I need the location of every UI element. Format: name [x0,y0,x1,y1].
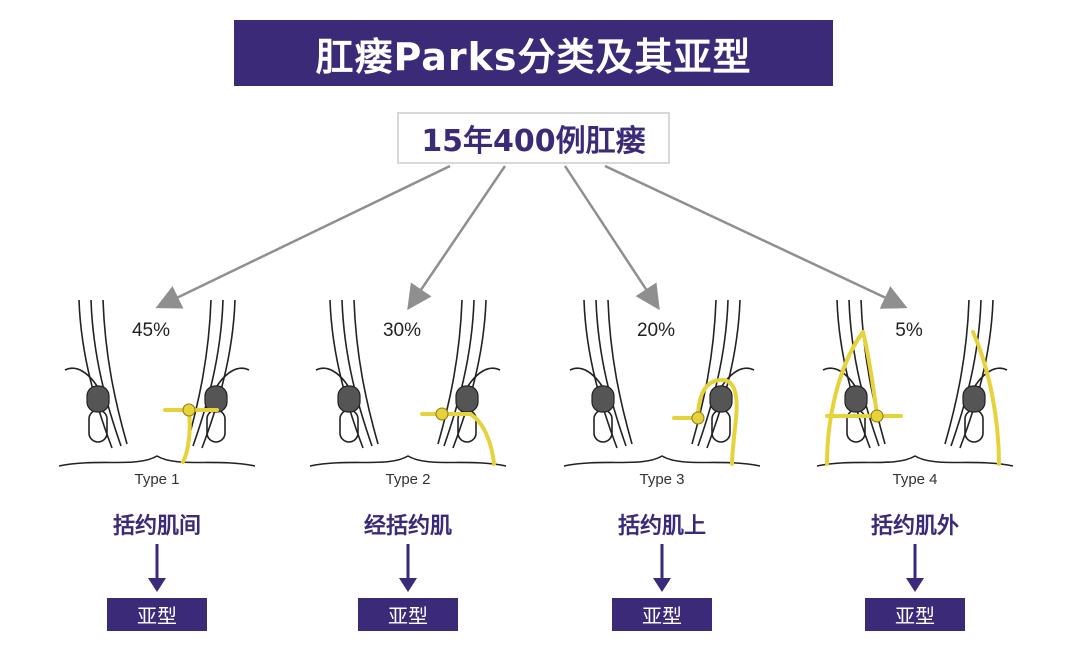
subtype-button[interactable]: 亚型 [865,598,965,631]
percentage-label: 20% [636,320,676,341]
anatomy-type2-diagram [309,299,507,467]
down-arrow-icon [399,544,417,592]
category-label: 括约肌上 [617,514,706,539]
subtitle-box: 15年400例肛瘘 [397,112,670,164]
panel-type3: 20% Type 3 括约肌上 亚型 [562,298,802,638]
subtype-button[interactable]: 亚型 [612,598,712,631]
down-arrow-icon [653,544,671,592]
category-label: 括约肌外 [870,514,959,539]
page-title: 肛瘘Parks分类及其亚型 [234,20,833,86]
type-label: Type 2 [385,471,431,488]
arrow-to-type4 [604,164,908,309]
arrow-to-type3 [563,165,660,311]
panel-type4: 5% Type 4 括约肌外 亚型 [815,298,1055,638]
type-label: Type 4 [892,471,938,488]
percentage-label: 45% [131,320,171,341]
anatomy-type3-diagram [563,299,761,467]
arrow-to-type1 [155,164,451,309]
down-arrow-icon [906,544,924,592]
type-label: Type 1 [134,471,180,488]
category-label: 经括约肌 [363,514,452,539]
arrow-to-type2 [407,165,507,311]
type-label: Type 3 [639,471,685,488]
percentage-label: 30% [382,320,422,341]
anatomy-type4-diagram [816,299,1014,467]
panel-type1: 45% Type 1 括约肌间 亚型 [57,298,297,638]
anatomy-type1-diagram [58,299,256,467]
subtype-button[interactable]: 亚型 [107,598,207,631]
subtype-button[interactable]: 亚型 [358,598,458,631]
category-label: 括约肌间 [112,514,201,539]
panel-type2: 30% Type 2 经括约肌 亚型 [308,298,548,638]
percentage-label: 5% [895,320,923,341]
down-arrow-icon [148,544,166,592]
